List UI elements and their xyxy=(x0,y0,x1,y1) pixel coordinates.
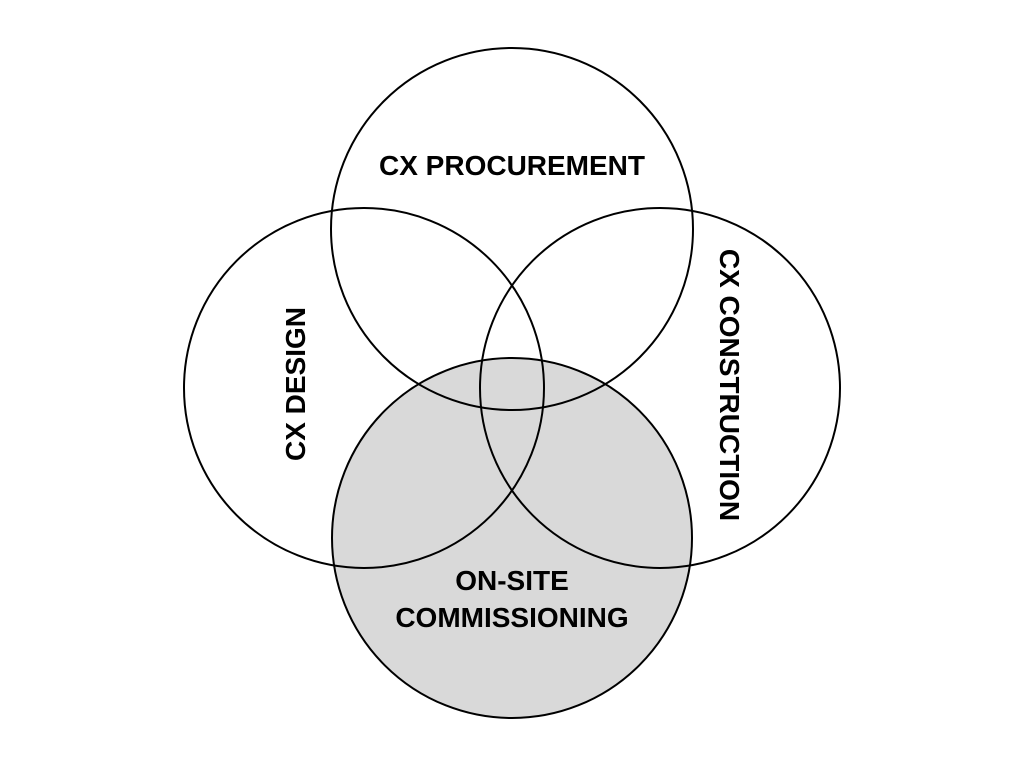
label-cx-construction: CX CONSTRUCTION xyxy=(714,248,745,522)
circle-cx-procurement xyxy=(330,47,694,411)
label-on-site-commissioning-line2: COMMISSIONING xyxy=(395,602,629,633)
circle-on-site-commissioning-outline xyxy=(331,357,693,719)
circle-cx-construction xyxy=(479,207,841,569)
circle-on-site-commissioning xyxy=(332,358,692,718)
label-on-site-commissioning: ON-SITE COMMISSIONING xyxy=(395,562,628,636)
label-cx-design: CX DESIGN xyxy=(280,306,311,462)
circle-cx-design xyxy=(183,207,545,569)
label-on-site-commissioning-line1: ON-SITE xyxy=(455,565,569,596)
label-cx-procurement: CX PROCUREMENT xyxy=(378,150,646,181)
